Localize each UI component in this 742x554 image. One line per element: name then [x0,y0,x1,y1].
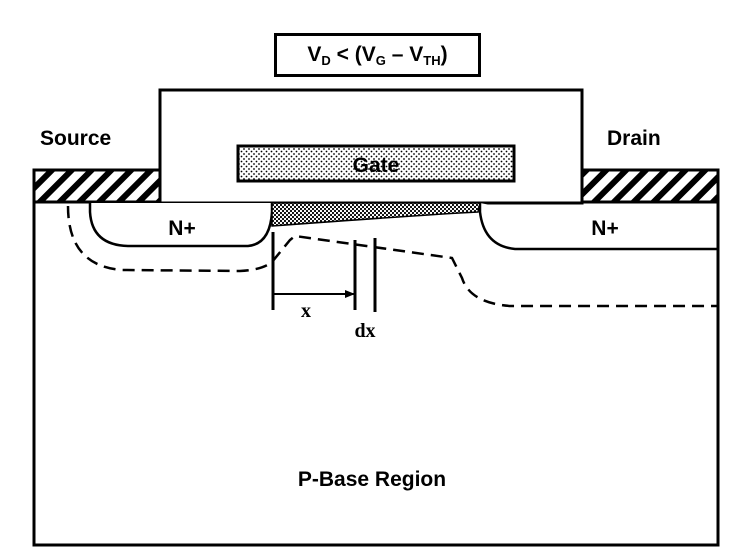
p-base-region-label: P-Base Region [298,468,446,491]
gate-label: Gate [353,154,400,177]
dx-label: dx [354,320,375,342]
drain-label: Drain [607,127,661,150]
n-plus-source-region [88,203,274,248]
source-metal-contact [32,168,163,204]
close-paren-text: ) [440,43,448,66]
bias-condition-box: VD < ( VG – VTH ) [274,33,481,77]
inversion-channel [271,202,481,227]
vd-symbol: VD [307,42,331,68]
gate-electrode [236,144,516,183]
source-label: Source [40,127,111,150]
x-label: x [301,300,311,322]
n-plus-drain-region [478,203,718,251]
depletion-boundary-dashed-line [66,205,718,308]
drain-metal-contact [580,168,720,204]
n-plus-left-label: N+ [168,217,195,240]
n-plus-right-label: N+ [591,217,618,240]
vg-symbol: VG [361,42,386,68]
minus-text: – [385,43,410,66]
vth-symbol: VTH [409,42,441,68]
less-than-text: < ( [330,43,362,66]
